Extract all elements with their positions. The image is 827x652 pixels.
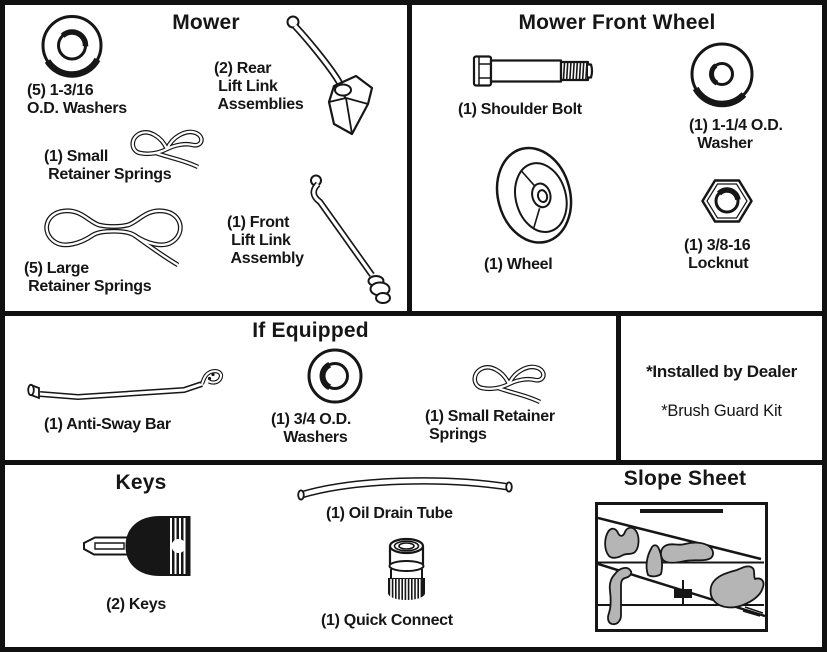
front-lift-link-icon: [299, 174, 405, 307]
keys-label: (2) Keys: [106, 596, 166, 613]
section-title-mower: Mower: [172, 11, 240, 34]
section-mower: Mower (5) 1-3/16 O.D. Washers (2) Rear L…: [5, 5, 412, 316]
small-retainer-springs-label: (1) Small Retainer Springs: [425, 408, 555, 443]
section-title-if-equipped: If Equipped: [252, 319, 369, 342]
anti-sway-bar-icon: [26, 365, 231, 415]
key-icon: [80, 515, 192, 577]
large-retainer-springs-label: (5) Large Retainer Springs: [24, 260, 152, 295]
rear-lift-link-label: (2) Rear Lift Link Assemblies: [214, 60, 304, 113]
dealer-heading: *Installed by Dealer: [646, 362, 797, 381]
washer-icon: [306, 347, 364, 405]
washer-114-label: (1) 1-1/4 O.D. Washer: [689, 117, 783, 152]
washer-34-label: (1) 3/4 O.D. Washers: [271, 411, 351, 446]
small-retainer-spring-icon: [468, 361, 550, 407]
shoulder-bolt-icon: [472, 54, 594, 88]
dealer-item: *Brush Guard Kit: [661, 402, 782, 420]
wheel-label: (1) Wheel: [484, 256, 553, 273]
washer-icon: [39, 14, 105, 78]
section-title-keys: Keys: [115, 471, 167, 494]
oil-drain-tube-label: (1) Oil Drain Tube: [326, 505, 453, 522]
washer-icon: [689, 41, 755, 109]
slope-sheet-illustration: [595, 502, 768, 632]
shoulder-bolt-label: (1) Shoulder Bolt: [458, 101, 582, 118]
quick-connect-icon: [381, 537, 432, 603]
section-title-slope-sheet: Slope Sheet: [623, 467, 747, 490]
small-retainer-spring-icon: [126, 126, 208, 172]
anti-sway-bar-label: (1) Anti-Sway Bar: [44, 416, 171, 433]
oil-drain-tube-icon: [294, 474, 516, 503]
locknut-icon: [701, 177, 753, 225]
section-mower-front-wheel: Mower Front Wheel (1) Shoulder Bolt: [412, 5, 822, 316]
section-installed-by-dealer: *Installed by Dealer *Brush Guard Kit: [621, 316, 822, 465]
front-lift-link-label: (1) Front Lift Link Assembly: [227, 214, 304, 267]
section-if-equipped: If Equipped (1) Anti-Sway Bar (1) 3/4 O.…: [5, 316, 621, 465]
section-bottom: Keys (2) Keys (1) Oil Drain Tube: [5, 465, 822, 647]
small-retainer-springs-label: (1) Small Retainer Springs: [44, 148, 172, 183]
wheel-icon: [492, 142, 578, 248]
quick-connect-label: (1) Quick Connect: [321, 612, 453, 629]
rear-lift-link-icon: [284, 14, 380, 142]
section-title-front-wheel: Mower Front Wheel: [518, 11, 716, 34]
locknut-label: (1) 3/8-16 Locknut: [684, 237, 751, 272]
washers-label: (5) 1-3/16 O.D. Washers: [27, 82, 127, 117]
large-retainer-spring-icon: [37, 203, 190, 273]
